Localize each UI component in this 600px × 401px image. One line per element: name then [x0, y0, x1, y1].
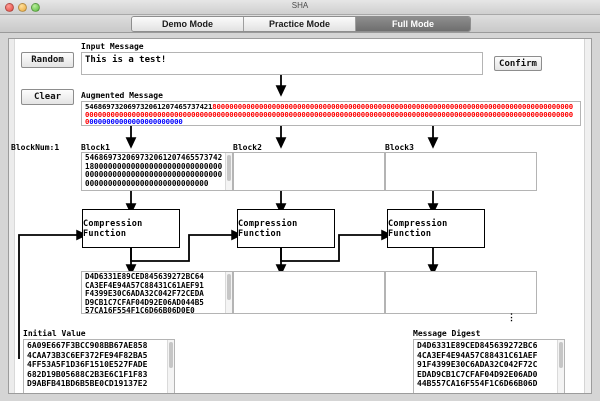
confirm-button[interactable]: Confirm	[494, 56, 542, 71]
random-button[interactable]: Random	[21, 52, 74, 68]
block1-value: 5468697320697320612074655737421800000000…	[85, 153, 223, 188]
augmented-message-field[interactable]: 5468697320697320612074657374218000000000…	[81, 101, 581, 126]
block3-field[interactable]	[385, 152, 537, 191]
compression-function-2[interactable]: Compression Function	[237, 209, 335, 248]
block1-label: Block1	[81, 143, 110, 152]
block1-field[interactable]: 5468697320697320612074655737421800000000…	[81, 152, 233, 191]
message-digest-text: D4D6331E89CED845639272BC6 4CA3EF4E94A57C…	[417, 341, 538, 389]
initial-value-scrollbar[interactable]	[167, 340, 174, 393]
mode-tabstrip: Demo Mode Practice Mode Full Mode	[131, 16, 471, 32]
tab-full-mode[interactable]: Full Mode	[356, 17, 470, 31]
ellipsis-indicator: ⋮	[507, 313, 516, 323]
hash-output-field-2[interactable]	[233, 271, 385, 314]
window-titlebar: SHA	[0, 0, 600, 15]
augmented-message-value: 5468697320697320612074657374218000000000…	[85, 102, 577, 126]
block1-scrollbar[interactable]	[225, 153, 232, 190]
window-controls	[5, 3, 40, 12]
panel-left-scrollbar[interactable]	[9, 39, 15, 393]
close-button[interactable]	[5, 3, 14, 12]
message-digest-field[interactable]: D4D6331E89CED845639272BC6 4CA3EF4E94A57C…	[413, 339, 565, 393]
message-digest-scrollbar[interactable]	[557, 340, 564, 393]
block3-label: Block3	[385, 143, 414, 152]
message-digest-label: Message Digest	[413, 329, 481, 338]
initial-value-label: Initial Value	[23, 329, 86, 338]
input-message-field[interactable]: This is a test!	[81, 52, 483, 75]
hash-output-field[interactable]: D4D6331E89CED845639272BC64 CA3EF4E94A57C…	[81, 271, 233, 314]
mode-tabbar: Demo Mode Practice Mode Full Mode	[0, 15, 600, 33]
block2-label: Block2	[233, 143, 262, 152]
main-content-panel: Random Clear Confirm Input Message This …	[8, 38, 592, 394]
tab-demo-mode[interactable]: Demo Mode	[132, 17, 244, 31]
hash-output-value: D4D6331E89CED845639272BC64 CA3EF4E94A57C…	[85, 272, 204, 314]
augmented-message-data: 546869732069732061207465737421	[85, 102, 213, 111]
input-message-value: This is a test!	[85, 55, 167, 65]
window-title: SHA	[291, 1, 309, 10]
tab-practice-mode[interactable]: Practice Mode	[244, 17, 356, 31]
minimize-button[interactable]	[18, 3, 27, 12]
augmented-message-padding: 8000000000000000000000000000000000000000…	[85, 102, 573, 126]
compression-function-3[interactable]: Compression Function	[387, 209, 485, 248]
augmented-message-label: Augmented Message	[81, 91, 163, 100]
panel-right-scrollbar[interactable]	[584, 39, 591, 393]
clear-button[interactable]: Clear	[21, 89, 74, 105]
hash-output-field-3[interactable]	[385, 271, 537, 314]
augmented-message-length: 0000000000000000000000	[89, 117, 183, 126]
input-message-label: Input Message	[81, 42, 144, 51]
zoom-button[interactable]	[31, 3, 40, 12]
hash-output-scrollbar[interactable]	[225, 272, 232, 313]
initial-value-text: 6A09E667F3BCC908BB67AE858 4CAA73B3C6EF37…	[27, 341, 148, 389]
initial-value-field[interactable]: 6A09E667F3BCC908BB67AE858 4CAA73B3C6EF37…	[23, 339, 175, 393]
block-num-label: BlockNum:1	[11, 143, 60, 152]
block2-field[interactable]	[233, 152, 385, 191]
compression-function-1[interactable]: Compression Function	[82, 209, 180, 248]
